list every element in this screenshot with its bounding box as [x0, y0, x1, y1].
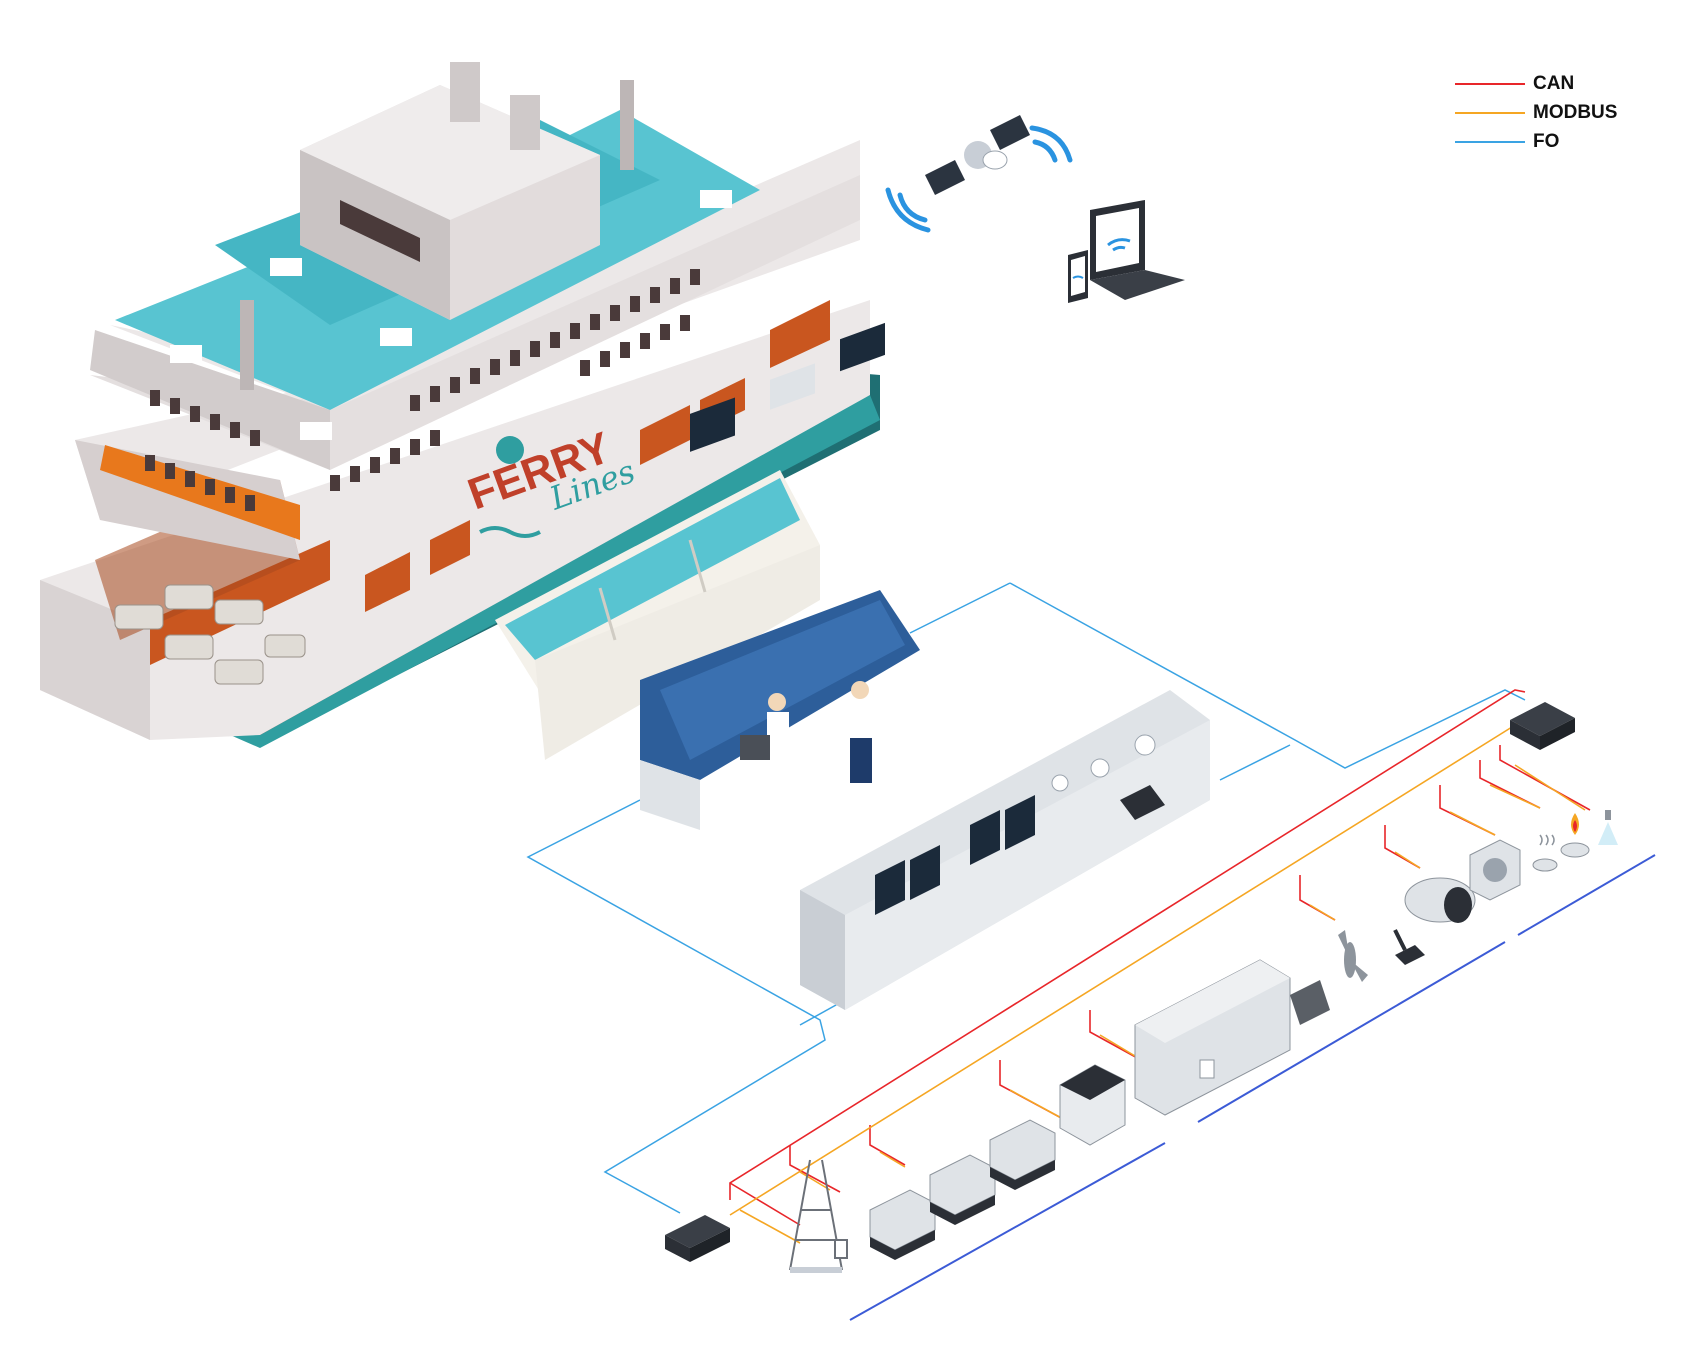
wave-logo	[479, 526, 541, 538]
gateway-icon	[665, 1215, 730, 1262]
engine-icon	[1134, 959, 1330, 1116]
cars	[114, 584, 306, 685]
wifi-icon	[885, 125, 1073, 233]
propeller-icon	[1338, 930, 1368, 982]
phone-icon	[1068, 250, 1088, 303]
laptop-icon	[1090, 200, 1185, 300]
legend-label-modbus: MODBUS	[1533, 102, 1618, 123]
legend-swatch-can	[1455, 83, 1525, 85]
operator	[740, 681, 872, 783]
generator-icon	[929, 1154, 996, 1225]
funnel	[450, 62, 480, 122]
legend-label-fo: FO	[1533, 131, 1560, 152]
engine-control-console	[800, 690, 1210, 1010]
legend-label-can: CAN	[1533, 73, 1575, 94]
battery-icon	[1059, 1064, 1126, 1146]
legend: CAN MODBUS FO	[1455, 72, 1655, 159]
bridge-console	[640, 322, 920, 830]
modbus-bus	[729, 721, 1586, 1244]
funnel	[510, 95, 540, 150]
thruster-icon	[1404, 877, 1476, 923]
flame-icon	[1560, 813, 1590, 858]
throttle-lever-icon	[1393, 929, 1425, 965]
bridge-window	[495, 470, 820, 760]
fo-network	[526, 582, 1526, 1214]
legend-swatch-fo	[1455, 141, 1525, 143]
pylon-icon	[789, 1159, 848, 1273]
legend-item-can: CAN	[1455, 72, 1655, 101]
legend-swatch-modbus	[1455, 112, 1525, 114]
mast	[620, 80, 634, 170]
mast	[240, 300, 254, 390]
ferry-ship: FERRY Lines	[40, 62, 880, 748]
power-bus	[849, 854, 1656, 1321]
legend-item-fo: FO	[1455, 130, 1655, 159]
smoke-detector-icon	[1532, 834, 1558, 872]
window-rows	[145, 269, 700, 511]
satellite-icon	[925, 115, 1030, 195]
generator-icon	[869, 1189, 936, 1260]
gateway-icon	[1510, 702, 1575, 750]
fan-icon	[1469, 839, 1521, 901]
legend-item-modbus: MODBUS	[1455, 101, 1655, 130]
generator-icon	[989, 1119, 1056, 1190]
sun-logo	[496, 436, 524, 464]
sprinkler-icon	[1598, 810, 1618, 845]
